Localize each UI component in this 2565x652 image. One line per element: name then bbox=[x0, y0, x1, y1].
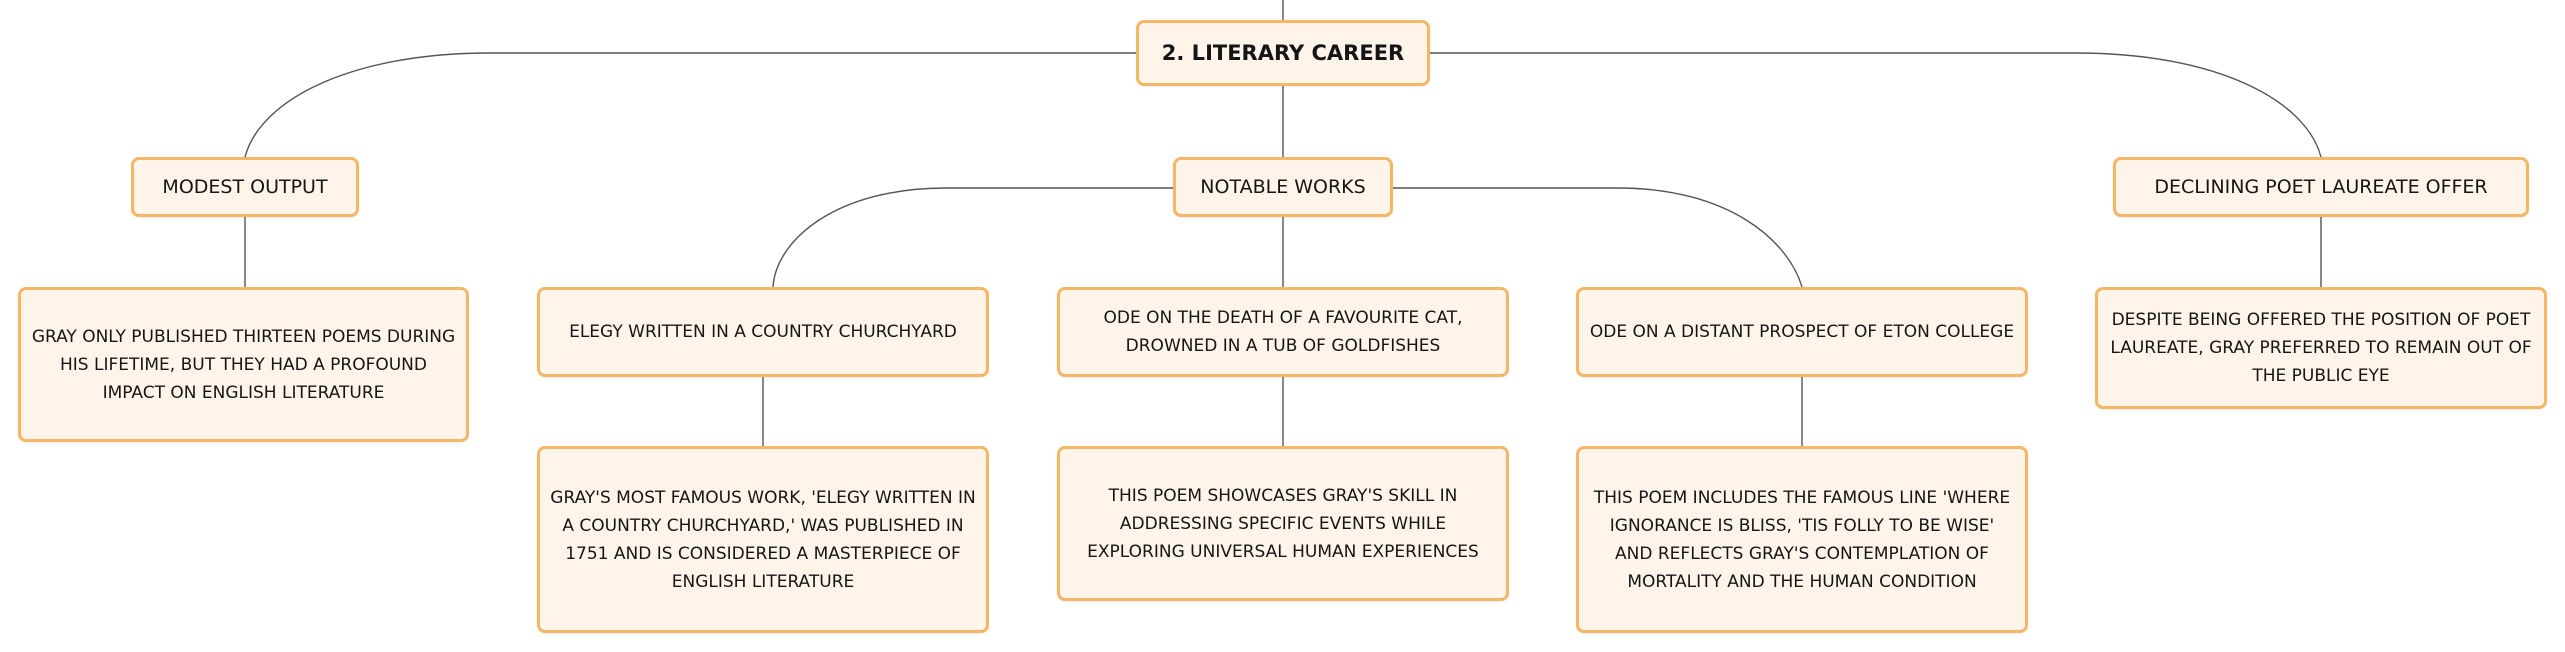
detail-text: Gray only published thirteen poems durin… bbox=[31, 326, 456, 403]
branch-label: Modest Output bbox=[162, 176, 328, 198]
root-node[interactable]: 2. Literary Career bbox=[1136, 20, 1430, 86]
detail-text: Gray's most famous work, 'Elegy Written … bbox=[550, 487, 976, 592]
work-title: Elegy Written in a Country Churchyard bbox=[569, 322, 957, 342]
detail-text: This poem includes the famous line 'Wher… bbox=[1593, 487, 2011, 592]
work-title: Ode on a Distant Prospect of Eton Colleg… bbox=[1589, 322, 2015, 342]
detail-text: This poem showcases Gray's skill in addr… bbox=[1087, 485, 1479, 562]
branch-modest-output[interactable]: Modest Output bbox=[131, 157, 359, 217]
root-node-label: 2. Literary Career bbox=[1161, 41, 1405, 65]
detail-elegy[interactable]: Gray's most famous work, 'Elegy Written … bbox=[537, 446, 989, 633]
branch-label: Declining Poet Laureate Offer bbox=[2154, 176, 2488, 198]
work-title: Ode on the Death of a Favourite Cat, Dro… bbox=[1103, 308, 1463, 356]
detail-modest-output[interactable]: Gray only published thirteen poems durin… bbox=[18, 287, 469, 442]
work-ode-eton[interactable]: Ode on a Distant Prospect of Eton Colleg… bbox=[1576, 287, 2028, 377]
detail-ode-cat[interactable]: This poem showcases Gray's skill in addr… bbox=[1057, 446, 1509, 601]
work-ode-cat[interactable]: Ode on the Death of a Favourite Cat, Dro… bbox=[1057, 287, 1509, 377]
branch-notable-works[interactable]: Notable Works bbox=[1173, 157, 1393, 217]
link-root-to-modest-output bbox=[244, 52, 1136, 158]
link-root-to-declining-laureate bbox=[1430, 52, 2322, 158]
work-elegy[interactable]: Elegy Written in a Country Churchyard bbox=[537, 287, 989, 377]
detail-ode-eton[interactable]: This poem includes the famous line 'Wher… bbox=[1576, 446, 2028, 633]
branch-declining-laureate[interactable]: Declining Poet Laureate Offer bbox=[2113, 157, 2529, 217]
detail-text: Despite being offered the position of Po… bbox=[2110, 310, 2532, 386]
branch-label: Notable Works bbox=[1200, 176, 1366, 198]
detail-declining-laureate[interactable]: Despite being offered the position of Po… bbox=[2095, 287, 2547, 409]
link-notable-works-to-ode-eton bbox=[1393, 187, 1803, 288]
link-notable-works-to-elegy bbox=[772, 187, 1173, 288]
